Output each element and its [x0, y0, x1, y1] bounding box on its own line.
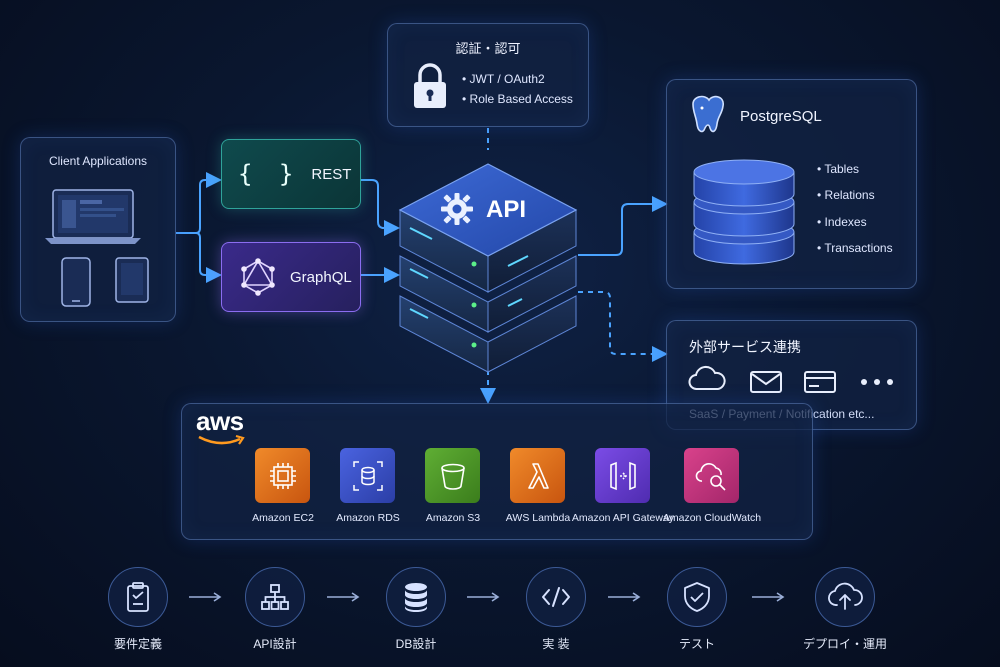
postgres-item-transactions: Transactions: [817, 241, 892, 255]
step-arrow: [608, 592, 641, 602]
step-requirements-label: 要件定義: [113, 637, 162, 651]
chip-icon: [269, 462, 296, 489]
amazon-api-gateway-tile: [595, 448, 650, 503]
clipboard-check-icon: [127, 582, 149, 612]
amazon-s3-tile: [425, 448, 480, 503]
aws-logo: aws: [196, 406, 244, 436]
step-api-design-label: API設計: [253, 637, 297, 651]
postgresql-title: PostgreSQL: [740, 108, 822, 125]
step-arrow: [467, 592, 500, 602]
aws-lambda-label: AWS Lambda: [505, 512, 571, 524]
lock-icon: [414, 63, 446, 108]
rest-api-box: { } REST: [221, 139, 361, 209]
aws-lambda-tile: [510, 448, 565, 503]
auth-panel: 認証・認可 JWT / OAuth2 Role Based Access: [387, 23, 589, 127]
cloudwatch-icon: [695, 462, 726, 491]
rest-label: REST: [311, 165, 352, 183]
aws-smile-icon: [198, 434, 245, 445]
step-implementation-label: 実 装: [542, 637, 570, 651]
step-requirements: [108, 567, 168, 627]
mail-icon: [750, 371, 782, 393]
api-label: API: [486, 196, 527, 223]
step-arrow: [327, 592, 360, 602]
graphql-icon: [241, 258, 275, 296]
api-server-stack: [398, 163, 578, 373]
graphql-api-box: GraphQL: [221, 242, 361, 312]
step-api-design: [245, 567, 305, 627]
postgres-item-tables: Tables: [817, 162, 859, 176]
step-deploy-label: デプロイ・運用: [802, 637, 887, 651]
postgresql-panel: PostgreSQL Tables Relations Indexes Tran…: [666, 79, 917, 289]
bucket-icon: [440, 463, 465, 490]
card-icon: [804, 371, 836, 393]
postgresql-elephant-icon: [692, 95, 724, 133]
step-arrow: [189, 592, 222, 602]
step-arrow: [752, 592, 785, 602]
aws-panel: aws Amazon EC2 Amazon RDS: [181, 403, 813, 540]
database-icon: [405, 583, 427, 612]
shield-check-icon: [684, 582, 710, 612]
database-cylinder-icon: [693, 159, 795, 265]
step-db-design: [386, 567, 446, 627]
rds-database-icon: [352, 460, 383, 491]
graphql-label: GraphQL: [290, 268, 352, 286]
step-db-design-label: DB設計: [395, 637, 437, 651]
amazon-cloudwatch-label: Amazon CloudWatch: [662, 512, 762, 524]
step-testing: [667, 567, 727, 627]
cloud-icon: [688, 365, 726, 390]
phone-icon: [61, 257, 91, 307]
postgres-item-indexes: Indexes: [817, 215, 867, 229]
code-icon: [542, 587, 570, 607]
step-testing-label: テスト: [678, 637, 715, 651]
amazon-s3-label: Amazon S3: [425, 512, 481, 524]
step-deploy: [815, 567, 875, 627]
step-implementation: [526, 567, 586, 627]
amazon-cloudwatch-tile: [684, 448, 739, 503]
amazon-api-gateway-label: Amazon API Gateway: [571, 512, 675, 524]
amazon-ec2-label: Amazon EC2: [252, 512, 314, 524]
amazon-ec2-tile: [255, 448, 310, 503]
amazon-rds-label: Amazon RDS: [336, 512, 400, 524]
postgres-item-relations: Relations: [817, 188, 875, 202]
client-applications-title: Client Applications: [48, 154, 148, 168]
amazon-rds-tile: [340, 448, 395, 503]
client-applications-panel: Client Applications: [20, 137, 176, 322]
auth-item-jwt: JWT / OAuth2: [462, 72, 545, 86]
curly-braces-icon: { }: [238, 160, 300, 188]
lambda-icon: [527, 462, 549, 489]
laptop-icon: [45, 189, 141, 244]
more-icon: [861, 379, 893, 385]
auth-title: 認証・認可: [455, 41, 521, 56]
api-gateway-icon: [609, 461, 636, 490]
sitemap-icon: [261, 584, 289, 610]
tablet-icon: [115, 257, 149, 303]
gear-icon: [441, 193, 473, 225]
auth-item-rbac: Role Based Access: [462, 92, 573, 106]
external-services-title: 外部サービス連携: [689, 339, 801, 355]
cloud-upload-icon: [828, 582, 863, 610]
